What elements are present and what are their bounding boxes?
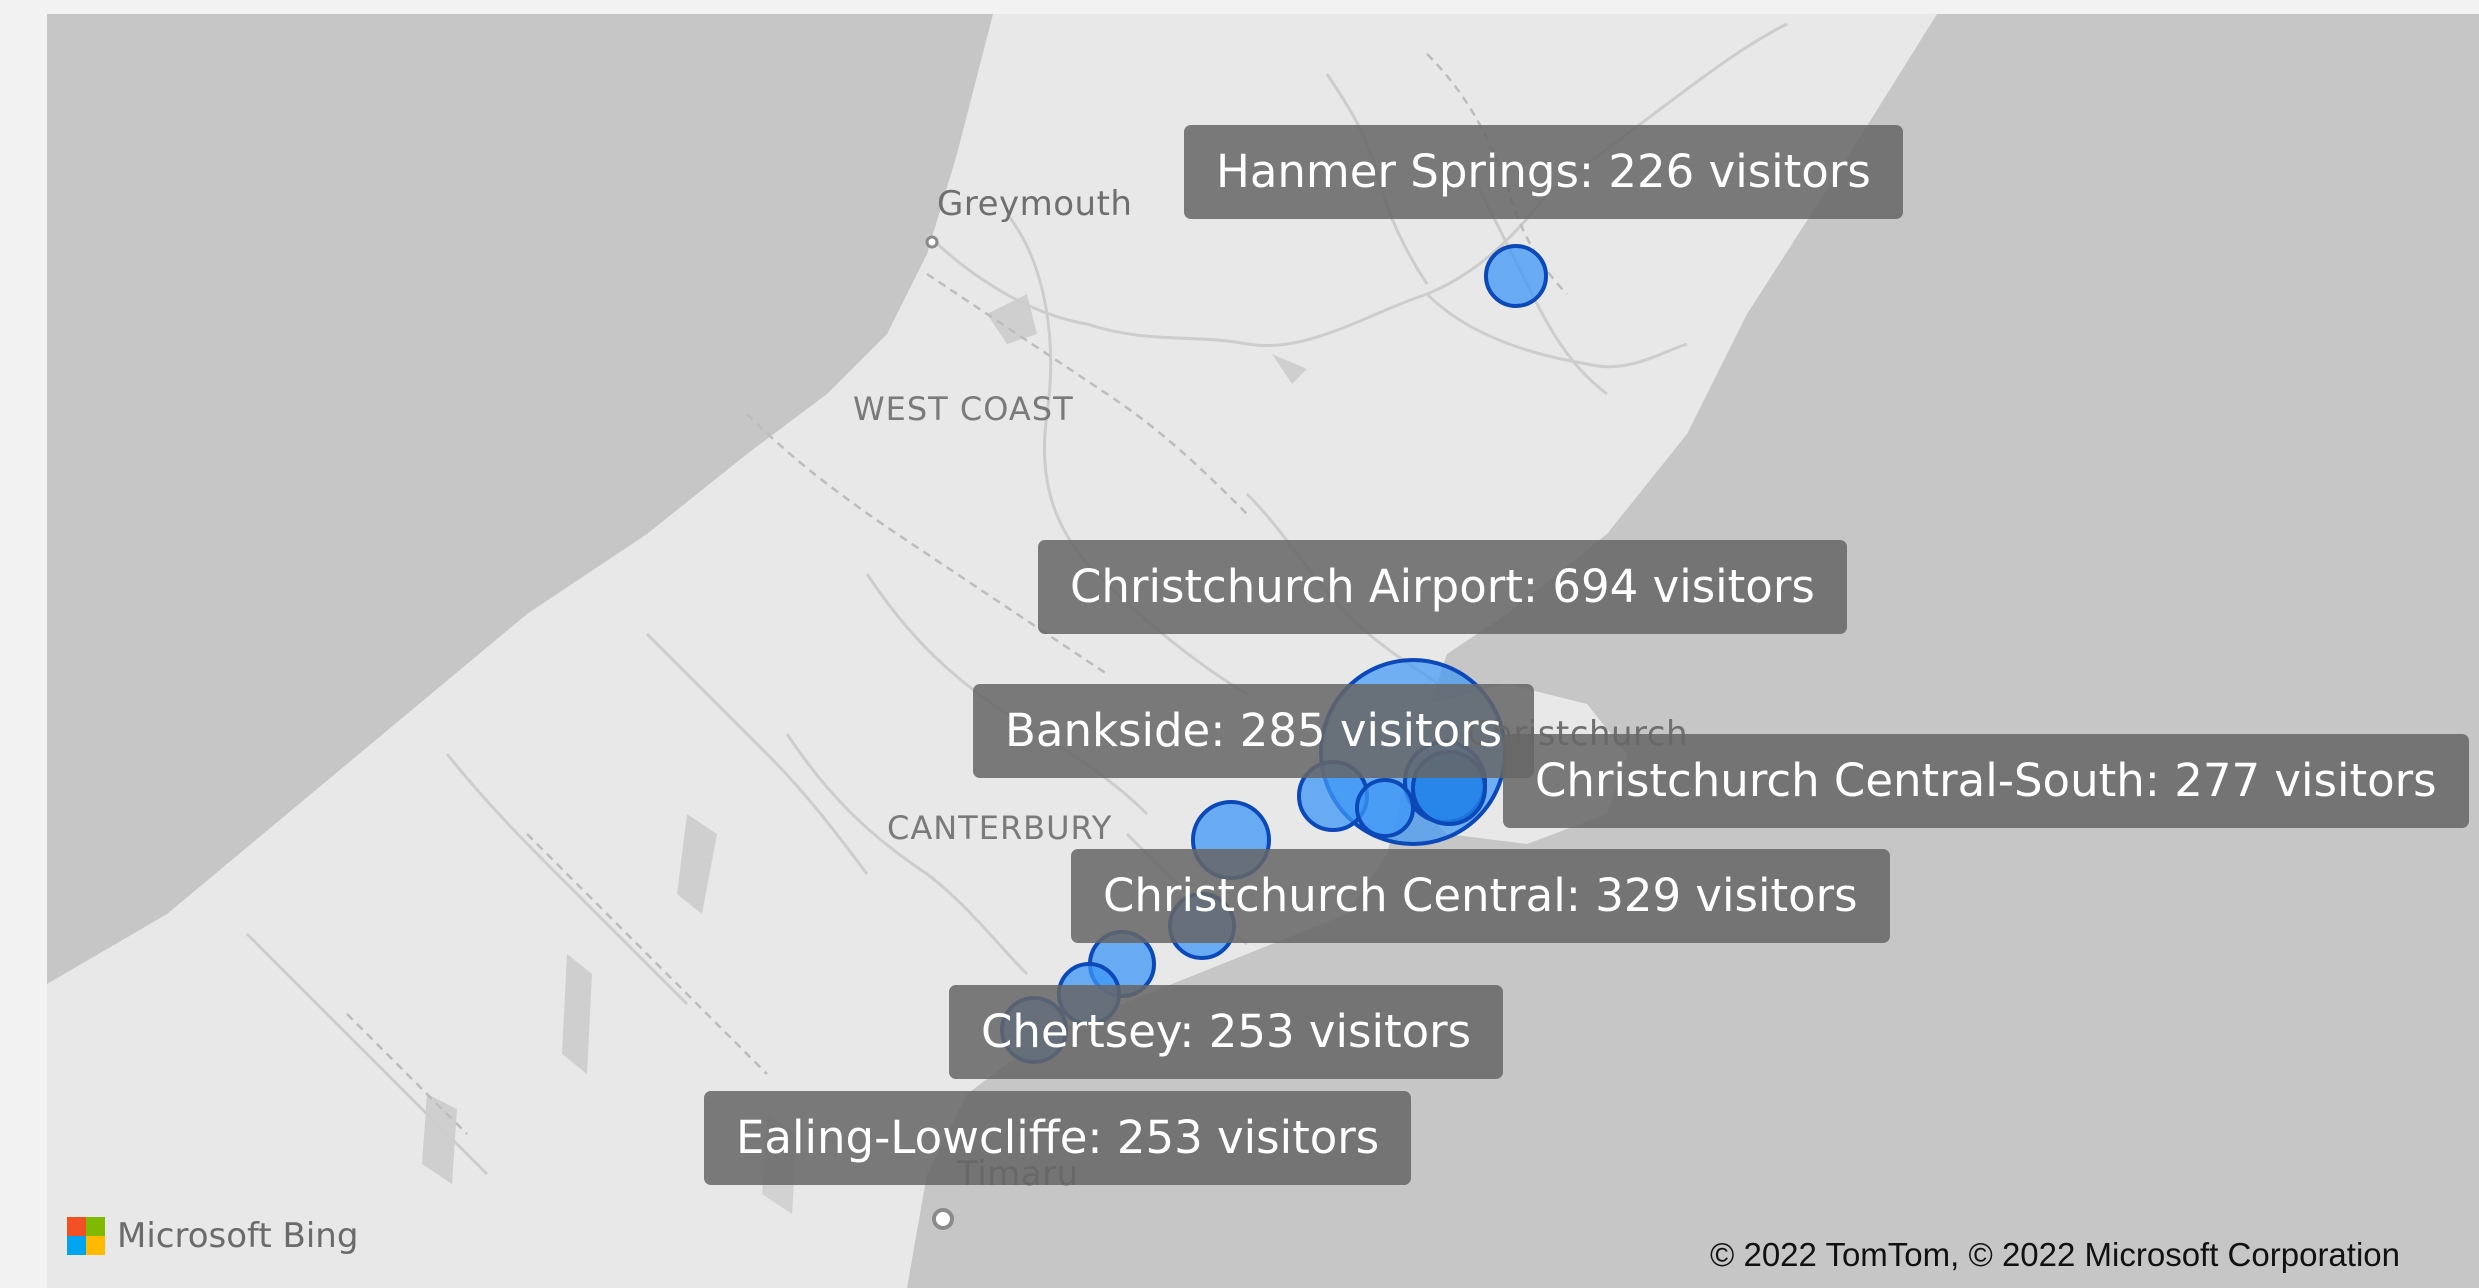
lake-shape xyxy=(677,814,717,914)
copyright-attribution: © 2022 TomTom, © 2022 Microsoft Corporat… xyxy=(1709,1236,2400,1273)
lake-shape xyxy=(1272,354,1307,384)
callout-christchurch-airport[interactable]: Christchurch Airport: 694 visitors xyxy=(1038,540,1847,634)
land-south-island xyxy=(47,14,1937,1288)
callout-hanmer-springs[interactable]: Hanmer Springs: 226 visitors xyxy=(1184,125,1903,219)
microsoft-logo-icon xyxy=(67,1217,105,1255)
callout-christchurch-central[interactable]: Christchurch Central: 329 visitors xyxy=(1071,849,1890,943)
callout-chertsey[interactable]: Chertsey: 253 visitors xyxy=(949,985,1504,1079)
place-label-west-coast: WEST COAST xyxy=(853,390,1074,428)
callout-ealing-lowcliffe[interactable]: Ealing-Lowcliffe: 253 visitors xyxy=(704,1091,1412,1185)
place-label-greymouth: Greymouth xyxy=(937,184,1133,224)
bubble-hornby xyxy=(1355,778,1415,838)
callout-bankside[interactable]: Bankside: 285 visitors xyxy=(973,684,1535,778)
greymouth-dot xyxy=(925,235,939,249)
map-canvas[interactable]: Greymouth WEST COAST CANTERBURY Christch… xyxy=(47,14,2479,1288)
bing-brand-text: Microsoft Bing xyxy=(117,1216,359,1256)
timaru-dot xyxy=(932,1208,954,1230)
callout-christchurch-central-south[interactable]: Christchurch Central-South: 277 visitors xyxy=(1503,734,2469,828)
bing-logo[interactable]: Microsoft Bing xyxy=(67,1216,358,1256)
lake-shape xyxy=(562,954,592,1074)
lake-shape xyxy=(987,294,1037,344)
bubble-hanmer-springs xyxy=(1484,244,1548,308)
place-label-canterbury: CANTERBURY xyxy=(887,809,1113,847)
